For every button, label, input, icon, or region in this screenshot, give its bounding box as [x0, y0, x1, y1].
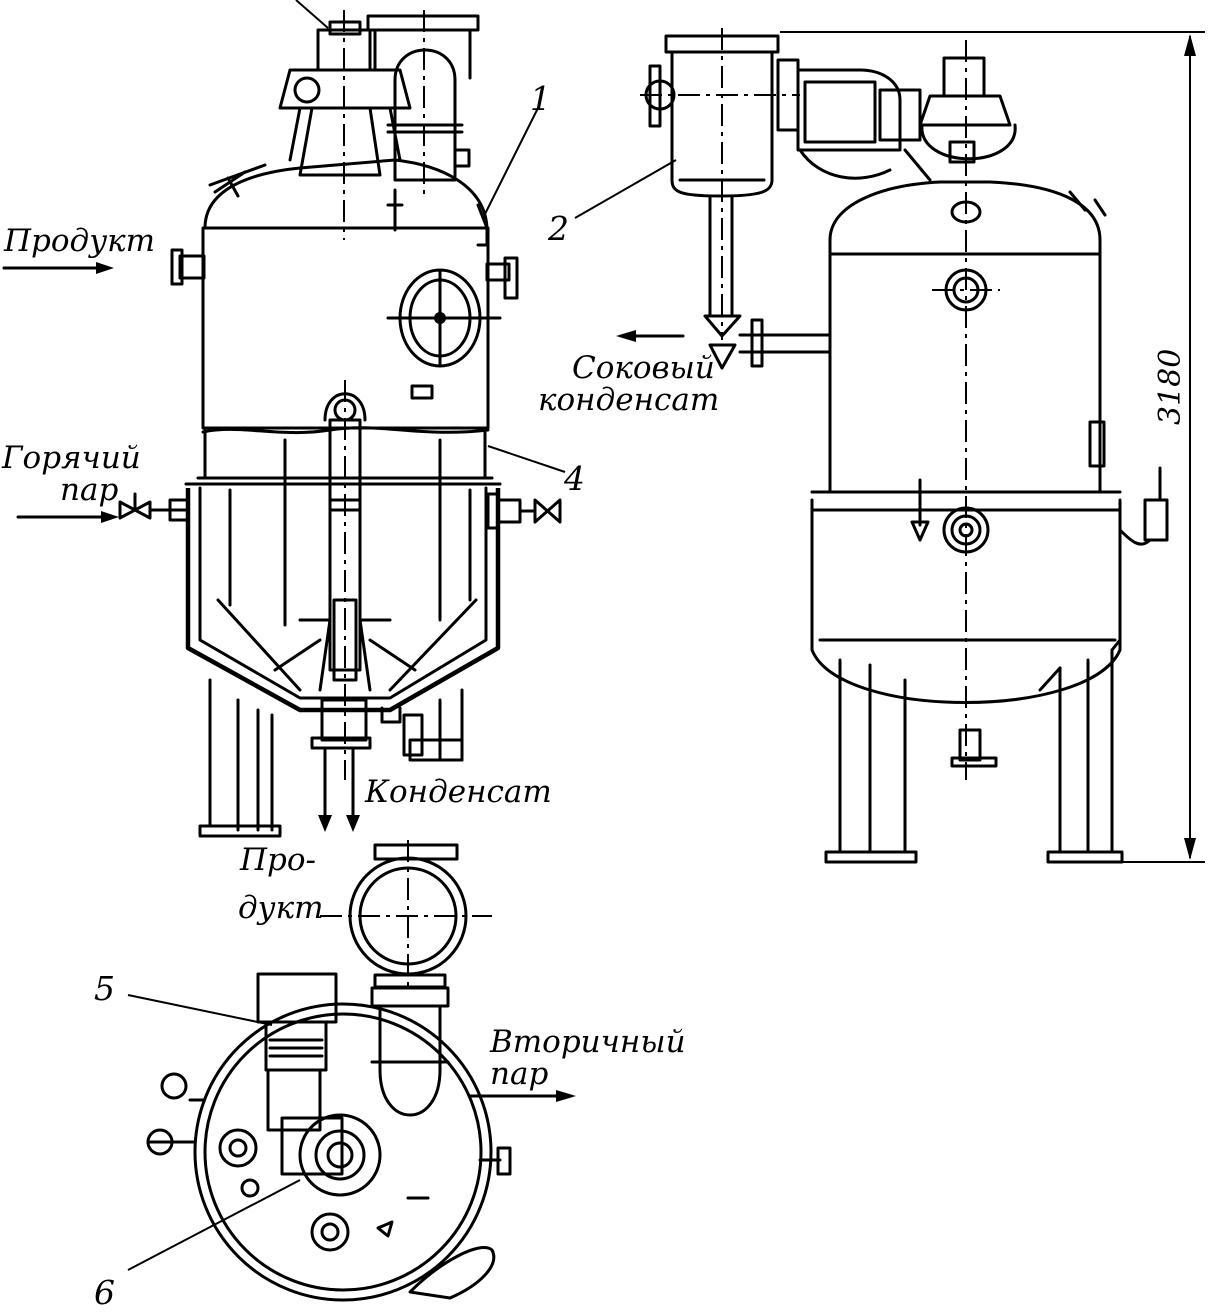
dimension-height-label: 3180 — [1153, 349, 1188, 425]
label-condensate: Конденсат — [364, 774, 552, 810]
label-product-out-line1: Про- — [239, 842, 316, 878]
vessel-dome — [203, 158, 489, 230]
side-jacket — [810, 498, 1122, 704]
callout-4-leader — [487, 445, 566, 473]
side-jacket-port — [942, 506, 990, 554]
label-product-in: Продукт — [3, 223, 155, 259]
label-product-out-line2: дукт — [238, 890, 324, 926]
support-legs-left — [208, 678, 274, 832]
callout-2-leader — [574, 159, 677, 219]
side-vessel-body — [828, 238, 1102, 494]
side-view — [574, 28, 1205, 864]
top-view — [127, 840, 576, 1302]
drive-handwheel — [293, 76, 321, 104]
product-inlet-nozzle — [178, 254, 206, 280]
top-manhole — [408, 1246, 496, 1300]
callout-6: 6 — [94, 1273, 115, 1312]
separator-downpipe — [708, 194, 734, 318]
top-vapor-pipe — [378, 1004, 442, 1117]
product-outlet — [320, 698, 368, 742]
drive-housing — [278, 68, 412, 110]
drive-shaft-circle — [298, 1113, 382, 1197]
vapor-pipe — [393, 48, 457, 182]
top-handwheel-3 — [496, 1146, 512, 1176]
label-juice-condensate-line2: конденсат — [538, 382, 719, 418]
side-legs-left — [838, 658, 907, 854]
label-secondary-steam-line2: пар — [490, 1056, 548, 1092]
steam-valve-left — [118, 500, 152, 520]
callout-2: 2 — [547, 209, 569, 248]
callout-6-leader — [127, 1179, 301, 1271]
steam-valve-right — [533, 498, 562, 524]
side-legs-right — [1058, 648, 1114, 854]
side-vessel-dome — [828, 180, 1102, 242]
front-view — [2, 0, 566, 838]
side-drive-motor — [942, 56, 986, 98]
label-hot-steam-line1: Горячий — [1, 440, 141, 476]
callout-4: 4 — [563, 459, 585, 498]
steam-jacket — [185, 488, 501, 713]
label-secondary-steam-line1: Вторичный — [489, 1024, 686, 1060]
callout-1: 1 — [530, 79, 551, 118]
side-valve-handwheel — [503, 256, 519, 300]
callout-5: 5 — [94, 969, 115, 1008]
top-handwheel-1 — [160, 1072, 188, 1100]
juice-separator — [670, 50, 774, 198]
top-handwheel-2 — [146, 1128, 174, 1156]
label-hot-steam-line2: пар — [60, 472, 118, 508]
callout-1-leader — [484, 107, 539, 215]
callout-5-leader — [127, 994, 273, 1026]
vessel-top-outline — [193, 1002, 493, 1302]
label-juice-condensate-line1: Соковый — [572, 350, 715, 386]
vapor-elbow — [796, 68, 902, 152]
